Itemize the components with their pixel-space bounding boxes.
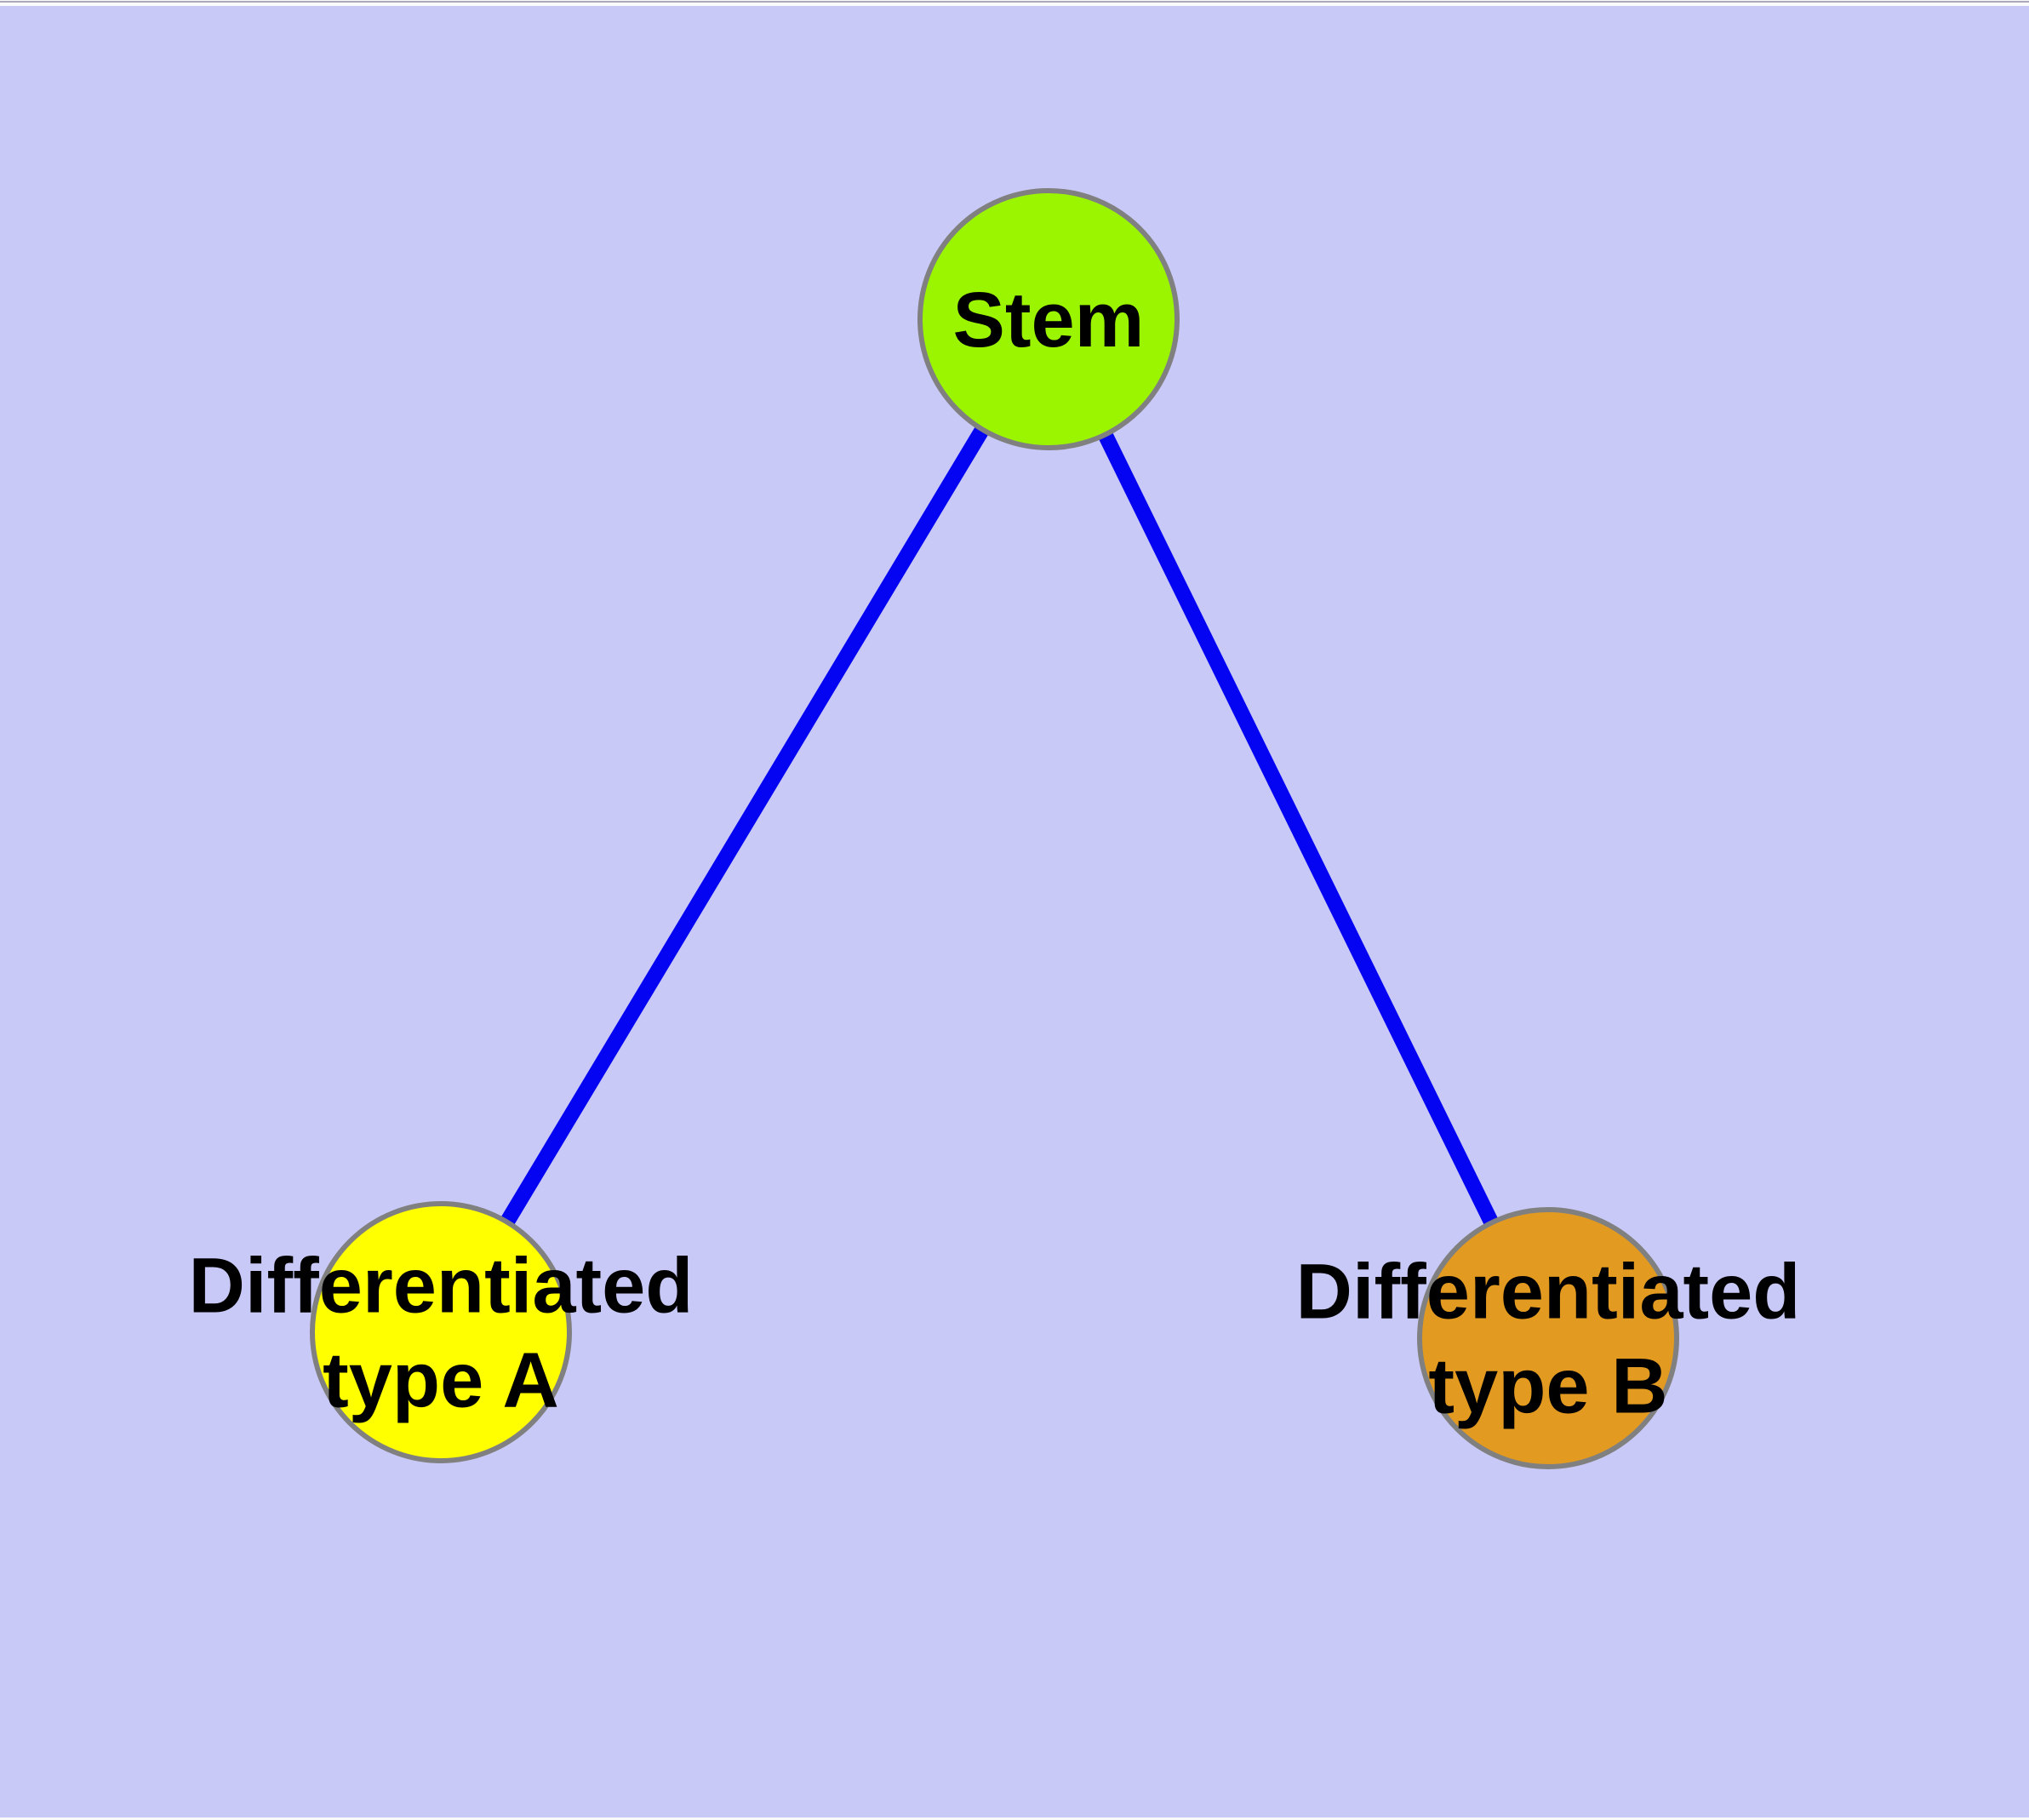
node-label-line: Differentiated (189, 1243, 694, 1330)
node-label-line: Stem (953, 277, 1145, 363)
node-differentiated-type-a[interactable] (310, 1201, 572, 1463)
node-label-line: Differentiated (1296, 1249, 1801, 1336)
edge-stem-to-differentiated-type-b (1041, 316, 1556, 1342)
edge-stem-to-differentiated-type-a (434, 315, 1055, 1336)
node-label-line: type A (323, 1337, 559, 1424)
window-top-edge (0, 0, 2029, 6)
window-bottom-edge (0, 1817, 2029, 1820)
node-label-line: type B (1428, 1343, 1667, 1430)
node-differentiated-type-b[interactable] (1417, 1207, 1679, 1469)
node-label-stem: Stem (953, 277, 1145, 363)
node-stem[interactable] (917, 188, 1180, 450)
